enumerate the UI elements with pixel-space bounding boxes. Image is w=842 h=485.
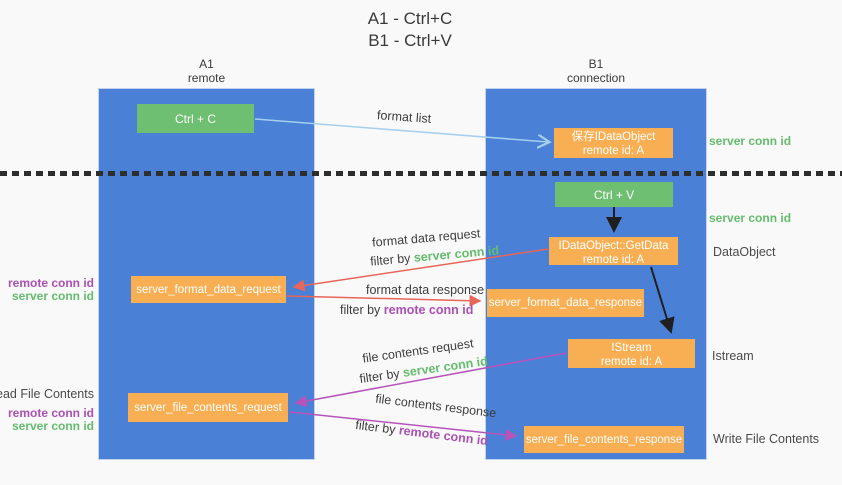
node-save-idataobject: 保存IDataObject remote id: A: [554, 128, 673, 158]
filter-by-prefix: filter by: [369, 250, 415, 269]
node-save-idataobject-line1: 保存IDataObject: [571, 131, 656, 143]
node-ctrl-c: Ctrl + C: [137, 104, 254, 133]
left-conn-ids-format: remote conn id server conn id: [8, 277, 94, 303]
section-divider-dotted-line: [0, 171, 842, 176]
node-server-file-contents-response-label: server_file_contents_response: [525, 433, 683, 446]
title-line-a1: A1 - Ctrl+C: [367, 9, 453, 28]
node-istream-line2: remote id: A: [600, 356, 663, 368]
node-server-file-contents-response: server_file_contents_response: [524, 426, 684, 453]
right-write-file-contents: Write File Contents: [713, 432, 820, 446]
filter-by-prefix: filter by: [354, 417, 400, 438]
edge-label-file-contents-response: file contents response: [374, 391, 498, 421]
node-istream: IStream remote id: A: [568, 339, 695, 368]
node-ctrl-c-label: Ctrl + C: [174, 111, 216, 126]
node-server-file-contents-request: server_file_contents_request: [128, 393, 288, 422]
edge-label-format-data-response: format data response: [366, 283, 485, 297]
node-idataobject-getdata-line1: IDataObject::GetData: [558, 240, 669, 252]
node-istream-line1: IStream: [611, 342, 652, 354]
right-dataobject-label: DataObject: [713, 245, 776, 259]
filter-by-prefix: filter by: [358, 365, 404, 386]
lane-b1-sublabel: connection: [566, 71, 626, 85]
node-server-format-data-request-label: server_format_data_request: [136, 283, 281, 296]
lane-b1-name: B1: [588, 57, 604, 71]
node-server-format-data-response: server_format_data_response: [487, 289, 644, 317]
lane-a1-name: A1: [199, 57, 214, 71]
diagram-title: A1 - Ctrl+C B1 - Ctrl+V: [300, 8, 520, 52]
node-server-format-data-request: server_format_data_request: [131, 276, 286, 303]
left-remote-conn-id: remote conn id: [7, 276, 94, 290]
edge-label-format-data-response-filter: filter by remote conn id: [340, 303, 473, 317]
remote-conn-id-key: remote conn id: [383, 303, 474, 317]
right-istream-label: Istream: [712, 349, 754, 363]
node-ctrl-v-label: Ctrl + V: [593, 187, 635, 202]
left-read-file-contents: Read File Contents: [0, 387, 94, 401]
node-ctrl-v: Ctrl + V: [555, 182, 673, 207]
node-save-idataobject-line2: remote id: A: [582, 145, 645, 157]
node-server-file-contents-request-label: server_file_contents_request: [134, 401, 282, 414]
left-conn-ids-file: remote conn id server conn id: [8, 407, 94, 433]
filter-by-prefix: filter by: [340, 303, 384, 317]
node-idataobject-getdata: IDataObject::GetData remote id: A: [549, 237, 678, 266]
left-remote-conn-id-2: remote conn id: [7, 406, 94, 420]
right-server-conn-id-1: server conn id: [709, 134, 792, 148]
lane-a1-sublabel: remote: [187, 71, 226, 85]
left-server-conn-id-2: server conn id: [11, 419, 94, 433]
edge-label-format-list: format list: [376, 108, 432, 126]
right-server-conn-id-2: server conn id: [709, 211, 792, 225]
remote-conn-id-key: remote conn id: [398, 423, 489, 449]
edge-label-file-contents-response-filter: filter by remote conn id: [355, 418, 489, 448]
left-server-conn-id: server conn id: [11, 289, 94, 303]
node-idataobject-getdata-line2: remote id: A: [582, 254, 645, 266]
lane-header-a1: A1 remote: [98, 57, 315, 85]
title-line-b1: B1 - Ctrl+V: [368, 31, 452, 50]
lane-header-b1: B1 connection: [485, 57, 707, 85]
node-server-format-data-response-label: server_format_data_response: [488, 297, 643, 309]
